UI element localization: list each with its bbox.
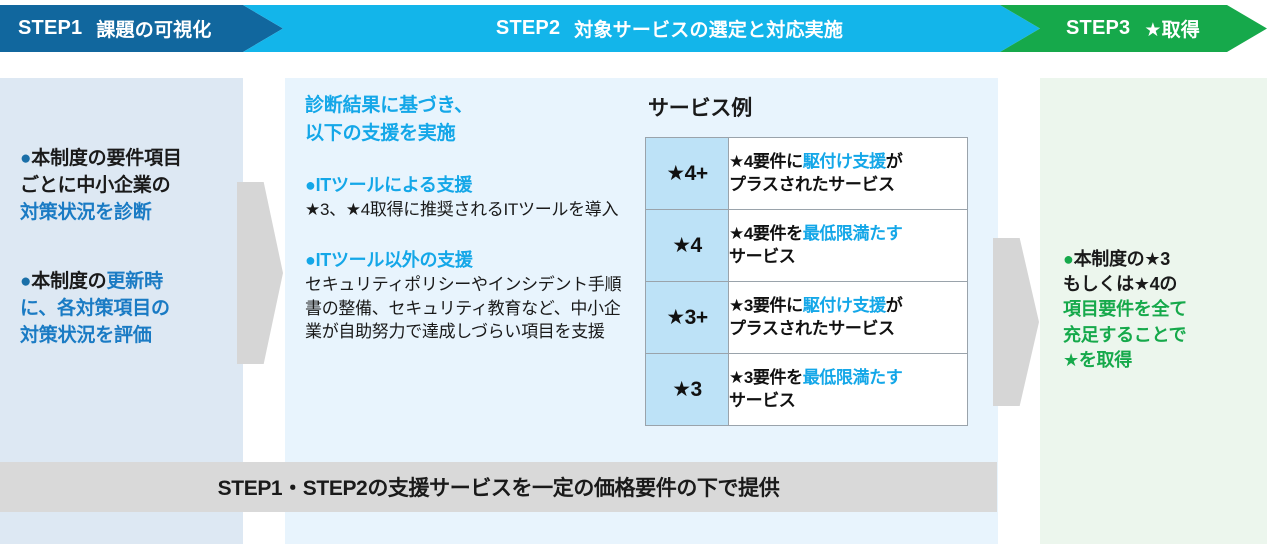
step-3-label: STEP3 bbox=[1066, 17, 1131, 39]
step2-heading-line2: 以下の支援を実施 bbox=[305, 122, 456, 144]
service-example-title: サービス例 bbox=[648, 97, 752, 120]
step-arrow-2: STEP2 対象サービスの選定と対応実施 bbox=[243, 5, 1040, 52]
service-desc-highlight: 最低限満たす bbox=[802, 224, 903, 244]
service-desc-highlight: 駆付け支援 bbox=[802, 296, 886, 316]
table-row: ★4 ★4要件を最低限満たす サービス bbox=[645, 209, 968, 282]
step2-support-description: 診断結果に基づき、 以下の支援を実施 ●ITツールによる支援 ★3、★4取得に推… bbox=[305, 92, 625, 344]
step2-section-it-tool-title-text: ITツールによる支援 bbox=[315, 175, 473, 196]
step1-bullet-1-line2: ごとに中小企業の bbox=[20, 174, 171, 196]
footer-banner: STEP1・STEP2の支援サービスを一定の価格要件の下で提供 bbox=[0, 462, 997, 512]
service-desc-line2: サービス bbox=[729, 246, 796, 266]
step2-section-non-it-tool-body: セキュリティポリシーやインシデント手順書の整備、セキュリティ教育など、中小企業が… bbox=[305, 275, 622, 342]
step3-line4: 充足することで bbox=[1063, 324, 1187, 345]
step-1-label: STEP1 bbox=[18, 17, 83, 39]
step2-heading-line1: 診断結果に基づき、 bbox=[305, 95, 473, 116]
service-rank-cell: ★3 bbox=[645, 353, 729, 426]
table-row: ★4+ ★4要件に駆付け支援が プラスされたサービス bbox=[645, 137, 968, 210]
step-arrow-bar: STEP1 課題の可視化 STEP2 対象サービスの選定と対応実施 STEP3 … bbox=[0, 5, 1267, 52]
step2-section-non-it-tool-title-text: ITツール以外の支援 bbox=[315, 249, 473, 270]
service-desc-highlight: 最低限満たす bbox=[802, 368, 903, 388]
service-desc-part1: ★4要件に bbox=[729, 152, 803, 172]
bullet-dot-icon: ● bbox=[20, 270, 32, 292]
service-desc-line2: プラスされたサービス bbox=[729, 174, 895, 194]
step-3-text: ★取得 bbox=[1144, 20, 1200, 41]
service-desc-part1: ★3要件に bbox=[729, 296, 803, 316]
step1-bullet-2-line3: 対策状況を評価 bbox=[20, 324, 152, 346]
chevron-connector-1-icon bbox=[237, 182, 283, 364]
service-desc-cell: ★4要件を最低限満たす サービス bbox=[728, 209, 968, 282]
step2-section-it-tool-body: ★3、★4取得に推奨されるITツールを導入 bbox=[305, 200, 619, 220]
step2-heading: 診断結果に基づき、 以下の支援を実施 bbox=[305, 92, 625, 147]
service-desc-cell: ★4要件に駆付け支援が プラスされたサービス bbox=[728, 137, 968, 210]
service-desc-highlight: 駆付け支援 bbox=[802, 152, 886, 172]
service-desc-line2: プラスされたサービス bbox=[729, 318, 895, 338]
service-desc-part1: ★4要件を bbox=[729, 224, 803, 244]
table-row: ★3 ★3要件を最低限満たす サービス bbox=[645, 353, 968, 426]
service-desc-line2: サービス bbox=[729, 390, 796, 410]
service-rank-cell: ★3+ bbox=[645, 281, 729, 354]
step1-bullet-1-highlight: 対策状況を診断 bbox=[20, 201, 152, 223]
step3-line2: もしくは★4の bbox=[1063, 274, 1178, 295]
step2-section-non-it-tool: ●ITツール以外の支援 セキュリティポリシーやインシデント手順書の整備、セキュリ… bbox=[305, 248, 625, 344]
bullet-dot-icon: ● bbox=[305, 249, 316, 270]
step1-bullet-2: ●本制度の更新時 に、各対策項目の 対策状況を評価 bbox=[20, 269, 230, 350]
step3-line5: ★を取得 bbox=[1063, 349, 1132, 370]
step1-bullet-2-line1-highlight: 更新時 bbox=[106, 270, 163, 292]
table-row: ★3+ ★3要件に駆付け支援が プラスされたサービス bbox=[645, 281, 968, 354]
service-desc-cell: ★3要件を最低限満たす サービス bbox=[728, 353, 968, 426]
footer-banner-text: STEP1・STEP2の支援サービスを一定の価格要件の下で提供 bbox=[217, 477, 780, 500]
service-example-table: ★4+ ★4要件に駆付け支援が プラスされたサービス ★4 ★4要件を最低限満た… bbox=[645, 137, 968, 426]
step3-line1: 本制度の★3 bbox=[1073, 249, 1171, 269]
step3-line3: 項目要件を全て bbox=[1063, 299, 1187, 320]
step3-content: ●本制度の★3 もしくは★4の 項目要件を全て 充足することで ★を取得 bbox=[1063, 247, 1263, 373]
bullet-dot-icon: ● bbox=[305, 175, 316, 196]
step3-panel bbox=[1040, 78, 1267, 544]
step1-bullet-2-line1-plain: 本制度の bbox=[31, 270, 107, 292]
step-arrow-1: STEP1 課題の可視化 bbox=[0, 5, 283, 52]
step2-section-non-it-tool-title: ●ITツール以外の支援 bbox=[305, 248, 625, 272]
step1-bullet-1-line1: 本制度の要件項目 bbox=[31, 148, 182, 169]
bullet-dot-icon: ● bbox=[20, 148, 32, 169]
step-2-text: 対象サービスの選定と対応実施 bbox=[574, 20, 844, 41]
step-arrow-3: STEP3 ★取得 bbox=[1000, 5, 1267, 52]
step-1-text: 課題の可視化 bbox=[96, 20, 212, 41]
service-desc-part1: ★3要件を bbox=[729, 368, 803, 388]
service-rank-cell: ★4 bbox=[645, 209, 729, 282]
chevron-connector-2-icon bbox=[993, 238, 1039, 406]
step2-section-it-tool-title: ●ITツールによる支援 bbox=[305, 173, 625, 197]
service-desc-cell: ★3要件に駆付け支援が プラスされたサービス bbox=[728, 281, 968, 354]
step1-bullet-1: ●本制度の要件項目 ごとに中小企業の 対策状況を診断 bbox=[20, 146, 230, 227]
step-2-label: STEP2 bbox=[495, 17, 561, 39]
step1-content: ●本制度の要件項目 ごとに中小企業の 対策状況を診断 ●本制度の更新時 に、各対… bbox=[20, 146, 230, 350]
service-rank-cell: ★4+ bbox=[645, 137, 729, 210]
step1-bullet-2-line2: に、各対策項目の bbox=[20, 297, 170, 319]
service-desc-part2: が bbox=[885, 152, 903, 172]
step2-section-it-tool: ●ITツールによる支援 ★3、★4取得に推奨されるITツールを導入 bbox=[305, 173, 625, 222]
service-desc-part2: が bbox=[885, 296, 903, 316]
bullet-dot-icon: ● bbox=[1063, 249, 1074, 269]
